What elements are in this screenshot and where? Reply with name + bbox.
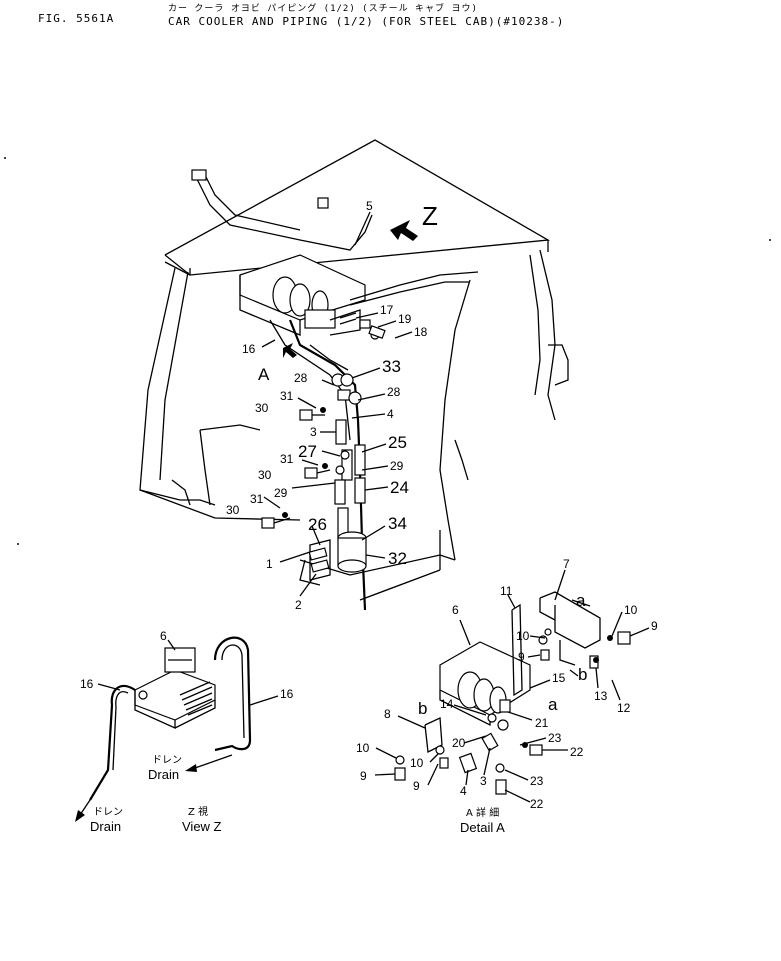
title-english: CAR COOLER AND PIPING (1/2) (FOR STEEL C… bbox=[168, 15, 565, 28]
detail-callout-23-b: 23 bbox=[530, 774, 544, 788]
detail-callout-14: 14 bbox=[440, 697, 454, 711]
receiver-dryer bbox=[299, 531, 367, 586]
drain-label-jp-left: ドレン bbox=[93, 807, 123, 818]
detail-callout-8: 8 bbox=[384, 707, 391, 721]
callout-30-b: 30 bbox=[258, 468, 272, 482]
drain-label-en-left: Drain bbox=[90, 819, 121, 834]
detail-callout-a-top: a bbox=[576, 591, 586, 610]
detail-callout-22-b: 22 bbox=[530, 797, 544, 811]
figure-number: FIG. 5561A bbox=[38, 12, 115, 25]
detail-a-drawing bbox=[374, 569, 650, 803]
detail-callout-21: 21 bbox=[535, 716, 549, 730]
view-z-caption-jp: Z 視 bbox=[188, 805, 208, 818]
speck bbox=[17, 543, 19, 545]
detail-callout-23-a: 23 bbox=[548, 731, 562, 745]
detail-callout-7: 7 bbox=[563, 557, 570, 571]
detail-callout-10-b: 10 bbox=[624, 603, 638, 617]
detail-callout-a-bottom: a bbox=[548, 695, 558, 714]
detail-callout-11: 11 bbox=[500, 584, 513, 598]
bolt-30-a bbox=[299, 407, 326, 421]
callout-34: 34 bbox=[388, 514, 407, 533]
detail-callout-4: 4 bbox=[460, 784, 467, 798]
z-callout-16-right: 16 bbox=[280, 687, 294, 701]
drain-label-jp-right: ドレン bbox=[152, 755, 182, 766]
view-z-arrow bbox=[390, 220, 418, 241]
view-z-caption-en: View Z bbox=[182, 819, 222, 834]
cab-outline bbox=[139, 139, 569, 601]
detail-callout-22-a: 22 bbox=[570, 745, 584, 759]
callout-25: 25 bbox=[388, 433, 407, 452]
callout-28-b: 28 bbox=[387, 385, 401, 399]
detail-callout-9-d: 9 bbox=[413, 779, 420, 793]
drain-label-en-right: Drain bbox=[148, 767, 179, 782]
detail-callout-13: 13 bbox=[594, 689, 608, 703]
view-z-letter: Z bbox=[422, 201, 438, 231]
detail-callout-10-a: 10 bbox=[516, 629, 530, 643]
detail-callout-10-d: 10 bbox=[410, 756, 424, 770]
detail-callout-9-c: 9 bbox=[360, 769, 367, 783]
callout-33: 33 bbox=[382, 357, 401, 376]
detail-callout-9-b: 9 bbox=[651, 619, 658, 633]
callout-1: 1 bbox=[266, 557, 273, 571]
callout-30-c: 30 bbox=[226, 503, 240, 517]
callout-31-a: 31 bbox=[280, 389, 294, 403]
harness-5 bbox=[191, 169, 479, 481]
detail-callout-12: 12 bbox=[617, 701, 631, 715]
callout-2: 2 bbox=[295, 598, 302, 612]
detail-callout-9-a: 9 bbox=[518, 650, 525, 664]
callout-26: 26 bbox=[308, 515, 327, 534]
speck bbox=[4, 157, 6, 159]
detail-callout-b-left: b bbox=[418, 699, 427, 718]
callout-18: 18 bbox=[414, 325, 428, 339]
view-z-drawing bbox=[75, 636, 279, 822]
detail-a-letter: A bbox=[258, 365, 270, 384]
callout-17: 17 bbox=[380, 303, 394, 317]
detail-a-caption-en: Detail A bbox=[460, 820, 505, 835]
detail-callout-15: 15 bbox=[552, 671, 566, 685]
bolt-30-b bbox=[304, 463, 331, 479]
detail-callout-3: 3 bbox=[480, 774, 487, 788]
callout-32: 32 bbox=[388, 549, 407, 568]
z-callout-6: 6 bbox=[160, 629, 167, 643]
leader-lines-main bbox=[261, 211, 413, 597]
detail-callout-b-right: b bbox=[578, 665, 587, 684]
detail-a-caption-jp: A 詳 細 bbox=[466, 806, 499, 819]
callout-30-a: 30 bbox=[255, 401, 269, 415]
callout-27: 27 bbox=[298, 442, 317, 461]
speck bbox=[769, 239, 771, 241]
fittings-column bbox=[261, 319, 386, 539]
detail-callout-6: 6 bbox=[452, 603, 459, 617]
cooler-unit-main bbox=[239, 254, 366, 336]
detail-callout-10-c: 10 bbox=[356, 741, 370, 755]
detail-callout-20: 20 bbox=[452, 736, 466, 750]
callout-3: 3 bbox=[310, 425, 317, 439]
detail-a-arrow bbox=[283, 343, 297, 358]
bolt-30-c bbox=[261, 512, 291, 529]
title-japanese: カー クーラ オヨビ パイピング (1/2) (スチール キャブ ヨウ) bbox=[168, 4, 478, 14]
callout-5: 5 bbox=[366, 199, 373, 213]
callout-31-c: 31 bbox=[250, 492, 264, 506]
callout-19: 19 bbox=[398, 312, 412, 326]
z-callout-16-left: 16 bbox=[80, 677, 94, 691]
callout-24: 24 bbox=[390, 478, 409, 497]
callout-31-b: 31 bbox=[280, 452, 294, 466]
callout-16: 16 bbox=[242, 342, 256, 356]
callout-4: 4 bbox=[387, 407, 394, 421]
callout-29-a: 29 bbox=[274, 486, 288, 500]
callout-29-b: 29 bbox=[390, 459, 404, 473]
callout-28-a: 28 bbox=[294, 371, 308, 385]
